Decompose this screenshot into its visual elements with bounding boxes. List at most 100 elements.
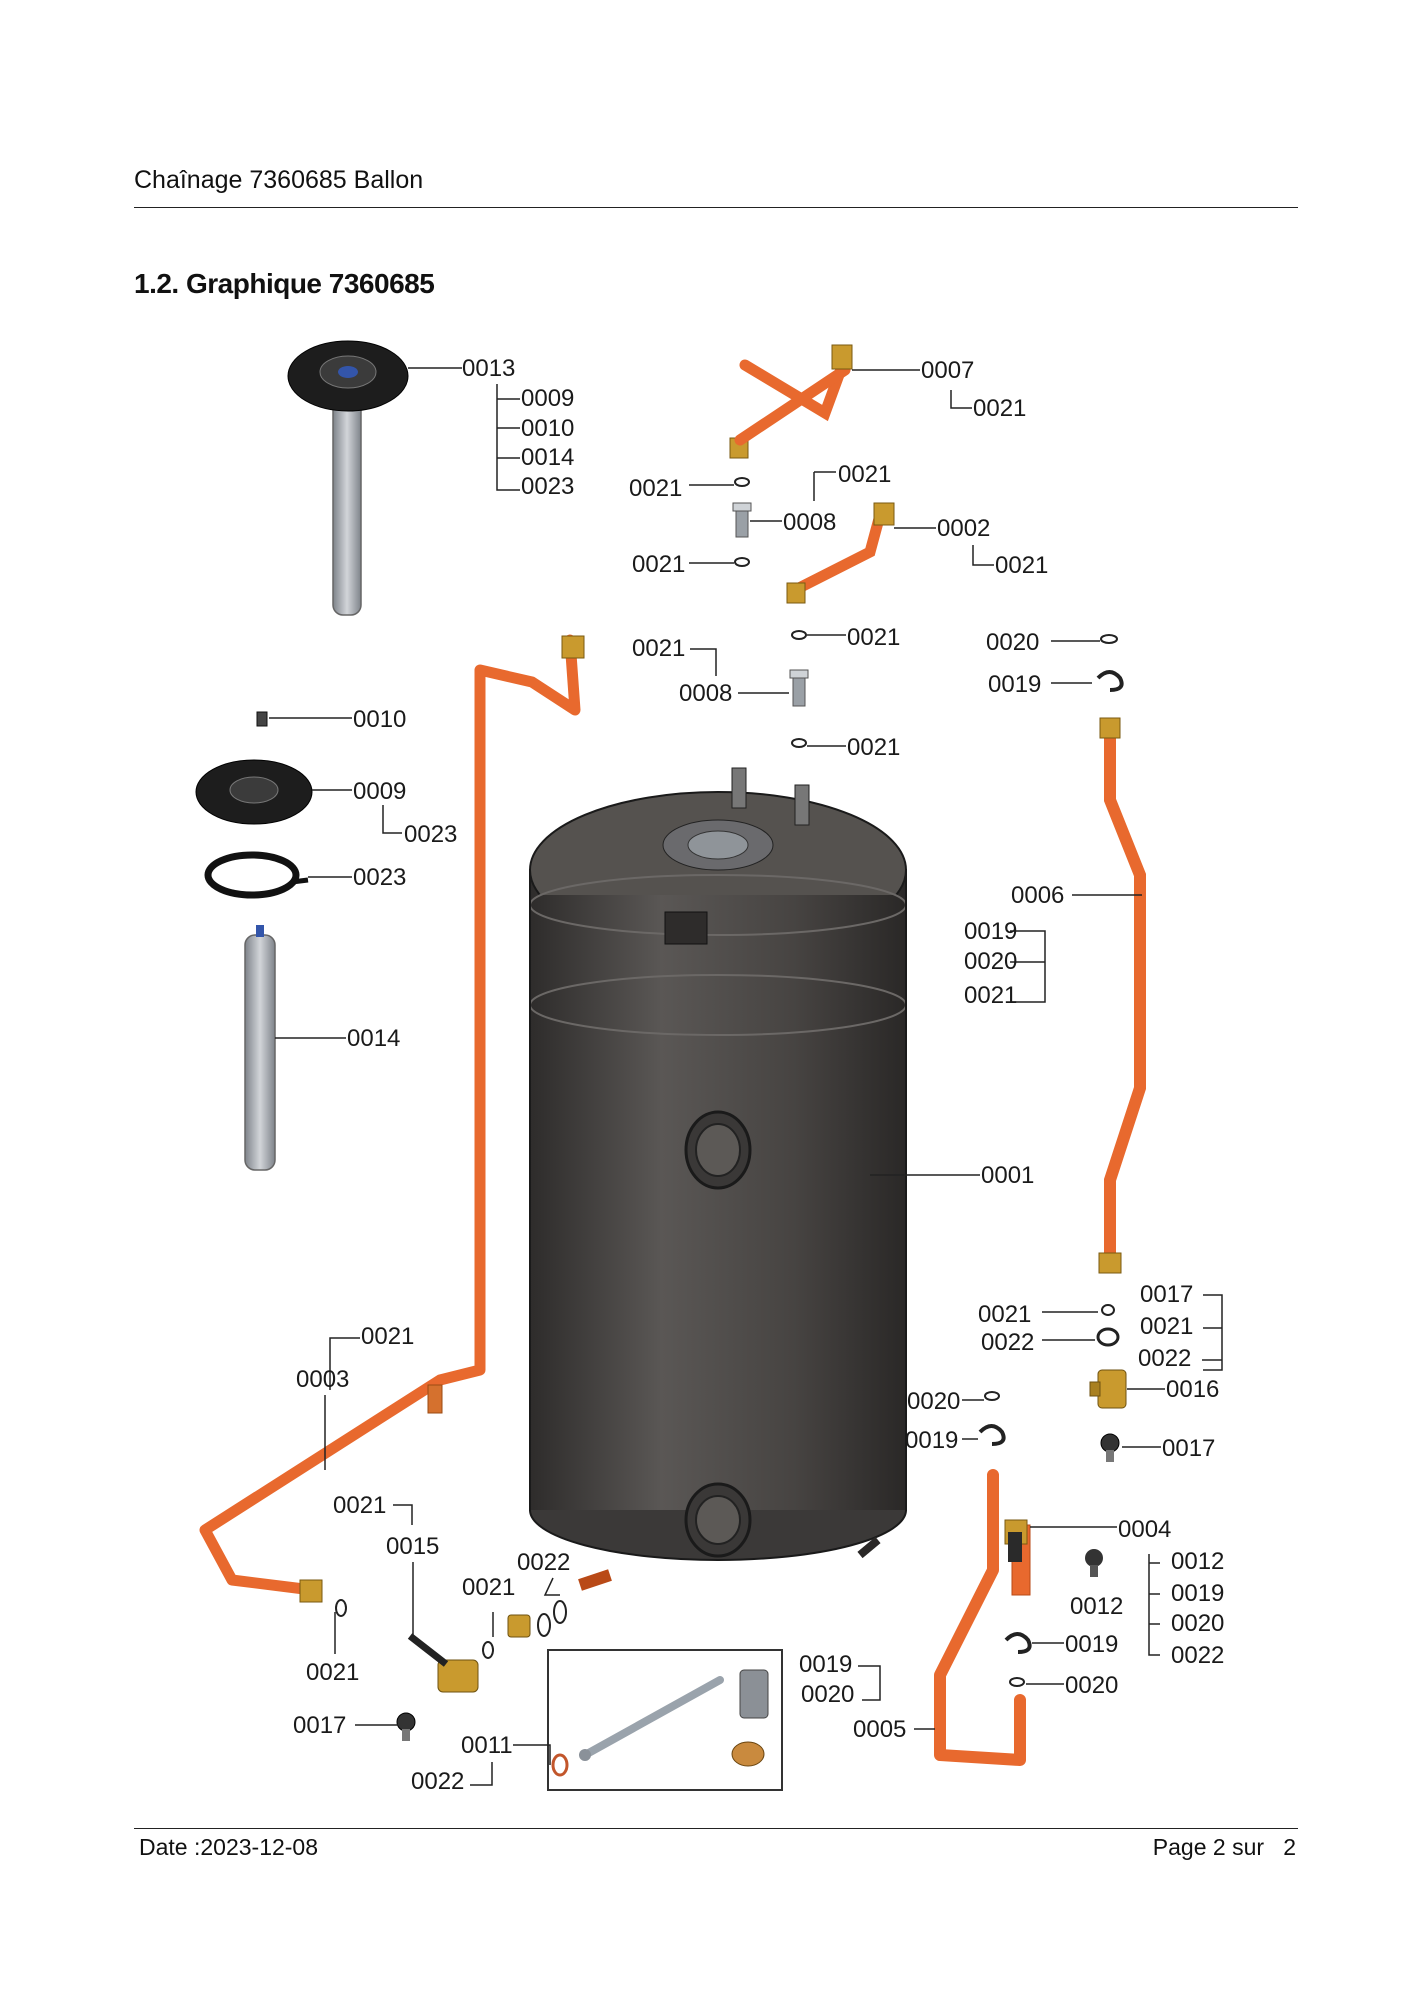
callout-0021-e: 0021 (632, 635, 685, 662)
callout-0014-top: 0014 (521, 444, 574, 471)
leader-lines-right-lower (1042, 1294, 1223, 1448)
callout-0002: 0002 (937, 515, 990, 542)
leader-lines-0004-0005 (858, 1526, 1160, 1730)
callout-0022-bottom: 0022 (411, 1768, 464, 1795)
leader-lines-0007 (852, 369, 972, 409)
callout-0021-b: 0021 (838, 461, 891, 488)
callout-0016: 0016 (1166, 1376, 1219, 1403)
callout-0004: 0004 (1118, 1516, 1171, 1543)
header-divider (134, 207, 1298, 208)
leader-lines-0013 (408, 367, 520, 491)
leader-lines-0011 (470, 1744, 551, 1786)
callout-0022-lower-left: 0022 (517, 1549, 570, 1576)
callout-0010-left: 0010 (353, 706, 406, 733)
callout-0020-mid: 0020 (907, 1388, 960, 1415)
callout-0021-right-a: 0021 (978, 1301, 1031, 1328)
fitting-0016 (1089, 1369, 1127, 1409)
inset-box-0011 (547, 1649, 783, 1791)
callout-0019-pipe5: 0019 (799, 1651, 852, 1678)
callout-0007: 0007 (921, 357, 974, 384)
callout-0021-right-b: 0021 (1140, 1313, 1193, 1340)
callout-0021-pipe7: 0021 (973, 395, 1026, 422)
callout-0017-right-top: 0017 (1140, 1281, 1193, 1308)
callout-0022-right-b: 0022 (1138, 1345, 1191, 1372)
callout-0023-left-b: 0023 (353, 864, 406, 891)
callout-0020-pipe6: 0020 (964, 948, 1017, 975)
callout-0021-lower-left-c: 0021 (306, 1659, 359, 1686)
washer-clamp-0020-0019-mid (978, 1391, 1006, 1446)
footer-date: Date :2023-12-08 (139, 1834, 319, 1860)
callout-0021-d: 0021 (847, 624, 900, 651)
callout-0021-lower-left-a: 0021 (333, 1492, 386, 1519)
callout-0021-lower-left-b: 0021 (462, 1574, 515, 1601)
callout-0021-f: 0021 (847, 734, 900, 761)
callout-0017-left: 0017 (293, 1712, 346, 1739)
callout-0020-top-right: 0020 (986, 629, 1039, 656)
leader-lines-center-top (689, 471, 1100, 747)
callout-0022-right-a: 0022 (981, 1329, 1034, 1356)
callout-0006: 0006 (1011, 882, 1064, 909)
callout-0022-r: 0022 (1171, 1642, 1224, 1669)
clamp-0019-top (1096, 670, 1124, 692)
tank-0001 (529, 767, 907, 1591)
callout-0021-pipe6: 0021 (964, 982, 1017, 1009)
callout-0020-r: 0020 (1171, 1610, 1224, 1637)
callout-0010-top: 0010 (521, 415, 574, 442)
pipe-0007 (729, 344, 853, 459)
callout-0021-a: 0021 (629, 475, 682, 502)
callout-0015: 0015 (386, 1533, 439, 1560)
callout-0013: 0013 (462, 355, 515, 382)
flange-0009 (195, 759, 313, 825)
gasket-0023 (204, 851, 309, 899)
leader-lines-0006 (1010, 894, 1142, 1003)
lower-left-fittings (335, 1599, 567, 1741)
callout-0019-r: 0019 (1171, 1580, 1224, 1607)
callout-0001: 0001 (981, 1162, 1034, 1189)
callout-0009-left: 0009 (353, 778, 406, 805)
callout-0019-mid: 0019 (905, 1427, 958, 1454)
pipe-0004 (934, 1469, 1031, 1766)
anode-0014 (244, 925, 276, 1171)
leader-lines-0020-0019-mid (962, 1399, 984, 1440)
pipe-0006 (1098, 717, 1146, 1274)
callout-0011: 0011 (461, 1732, 513, 1759)
parts-0012-0019-0020-lower-right (1004, 1549, 1103, 1687)
callout-0019-lower: 0019 (1065, 1631, 1118, 1658)
leader-lines-0003 (324, 1337, 360, 1470)
pipe-0003 (199, 634, 585, 1603)
callout-labels: 0013 0009 0010 0014 0023 0007 0021 0021 … (293, 355, 1224, 1795)
callout-0005: 0005 (853, 1716, 906, 1743)
callout-0003: 0003 (296, 1366, 349, 1393)
callout-0012-a: 0012 (1171, 1548, 1224, 1575)
callout-0021-pipe3: 0021 (361, 1323, 414, 1350)
leader-lines-0002 (894, 527, 994, 566)
callout-0021-pipe2: 0021 (995, 552, 1048, 579)
leader-lines-left (269, 717, 402, 1039)
callout-0020-lower: 0020 (1065, 1672, 1118, 1699)
clip-0010 (256, 711, 268, 727)
callout-0009-top: 0009 (521, 385, 574, 412)
callout-0014-left: 0014 (347, 1025, 400, 1052)
callout-0012-b: 0012 (1070, 1593, 1123, 1620)
footer-divider (134, 1828, 1298, 1829)
bleed-valve-0017-right (1100, 1433, 1120, 1462)
leader-lines-lower-left (334, 1504, 560, 1726)
callout-0019-pipe6: 0019 (964, 918, 1017, 945)
anode-flange-assembly (287, 340, 409, 616)
washers-top-center (734, 477, 1118, 748)
callout-0020-pipe5: 0020 (801, 1681, 854, 1708)
callout-0021-c: 0021 (632, 551, 685, 578)
callout-0008-top: 0008 (783, 509, 836, 536)
callout-0023-left-a: 0023 (404, 821, 457, 848)
seals-0021-0022-right (1096, 1304, 1120, 1347)
callout-0008-mid: 0008 (679, 680, 732, 707)
section-title: 1.2. Graphique 7360685 (134, 268, 435, 299)
footer-page-number: Page 2 sur 2 (1152, 1834, 1296, 1860)
pipe-0002 (786, 502, 895, 604)
document-header-title: Chaînage 7360685 Ballon (134, 166, 424, 194)
callout-0017-right: 0017 (1162, 1435, 1215, 1462)
callout-0019-top-right: 0019 (988, 671, 1041, 698)
check-valve-0008-top (732, 502, 752, 538)
callout-0023-top: 0023 (521, 473, 574, 500)
